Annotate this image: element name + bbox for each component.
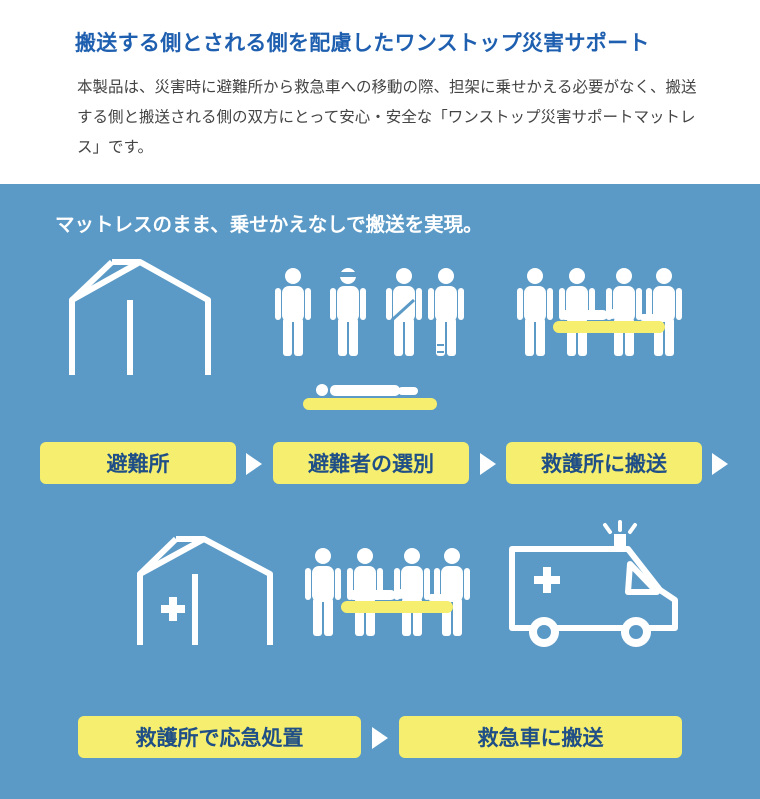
shelter-house-icon <box>69 259 211 375</box>
arrow-right-icon <box>712 453 728 475</box>
step-shelter: 避難所 <box>40 442 236 484</box>
step-carry-to-aid-station: 救護所に搬送 <box>506 442 702 484</box>
process-panel: マットレスのまま、乗せかえなしで搬送を実現。 <box>0 184 760 799</box>
ambulance-icon <box>509 520 678 647</box>
arrow-right-icon <box>372 727 388 749</box>
step-first-aid: 救護所で応急処置 <box>78 716 361 758</box>
panel-title: マットレスのまま、乗せかえなしで搬送を実現。 <box>55 213 483 236</box>
page-title: 搬送する側とされる側を配慮したワンストップ災害サポート <box>75 31 650 55</box>
carry-mattress-icon-2 <box>305 548 470 636</box>
arrow-right-icon <box>480 453 496 475</box>
step-triage: 避難者の選別 <box>273 442 469 484</box>
product-description: 本製品は、災害時に避難所から救急車への移動の際、担架に乗せかえる必要がなく、搬送… <box>77 78 697 156</box>
intro-section: 搬送する側とされる側を配慮したワンストップ災害サポート 本製品は、災害時に避難所… <box>0 0 760 184</box>
arrow-right-icon <box>246 453 262 475</box>
carry-mattress-icon <box>517 268 682 356</box>
first-aid-station-icon <box>137 536 273 645</box>
step-ambulance: 救急車に搬送 <box>399 716 682 758</box>
triage-people-icon <box>275 268 464 410</box>
